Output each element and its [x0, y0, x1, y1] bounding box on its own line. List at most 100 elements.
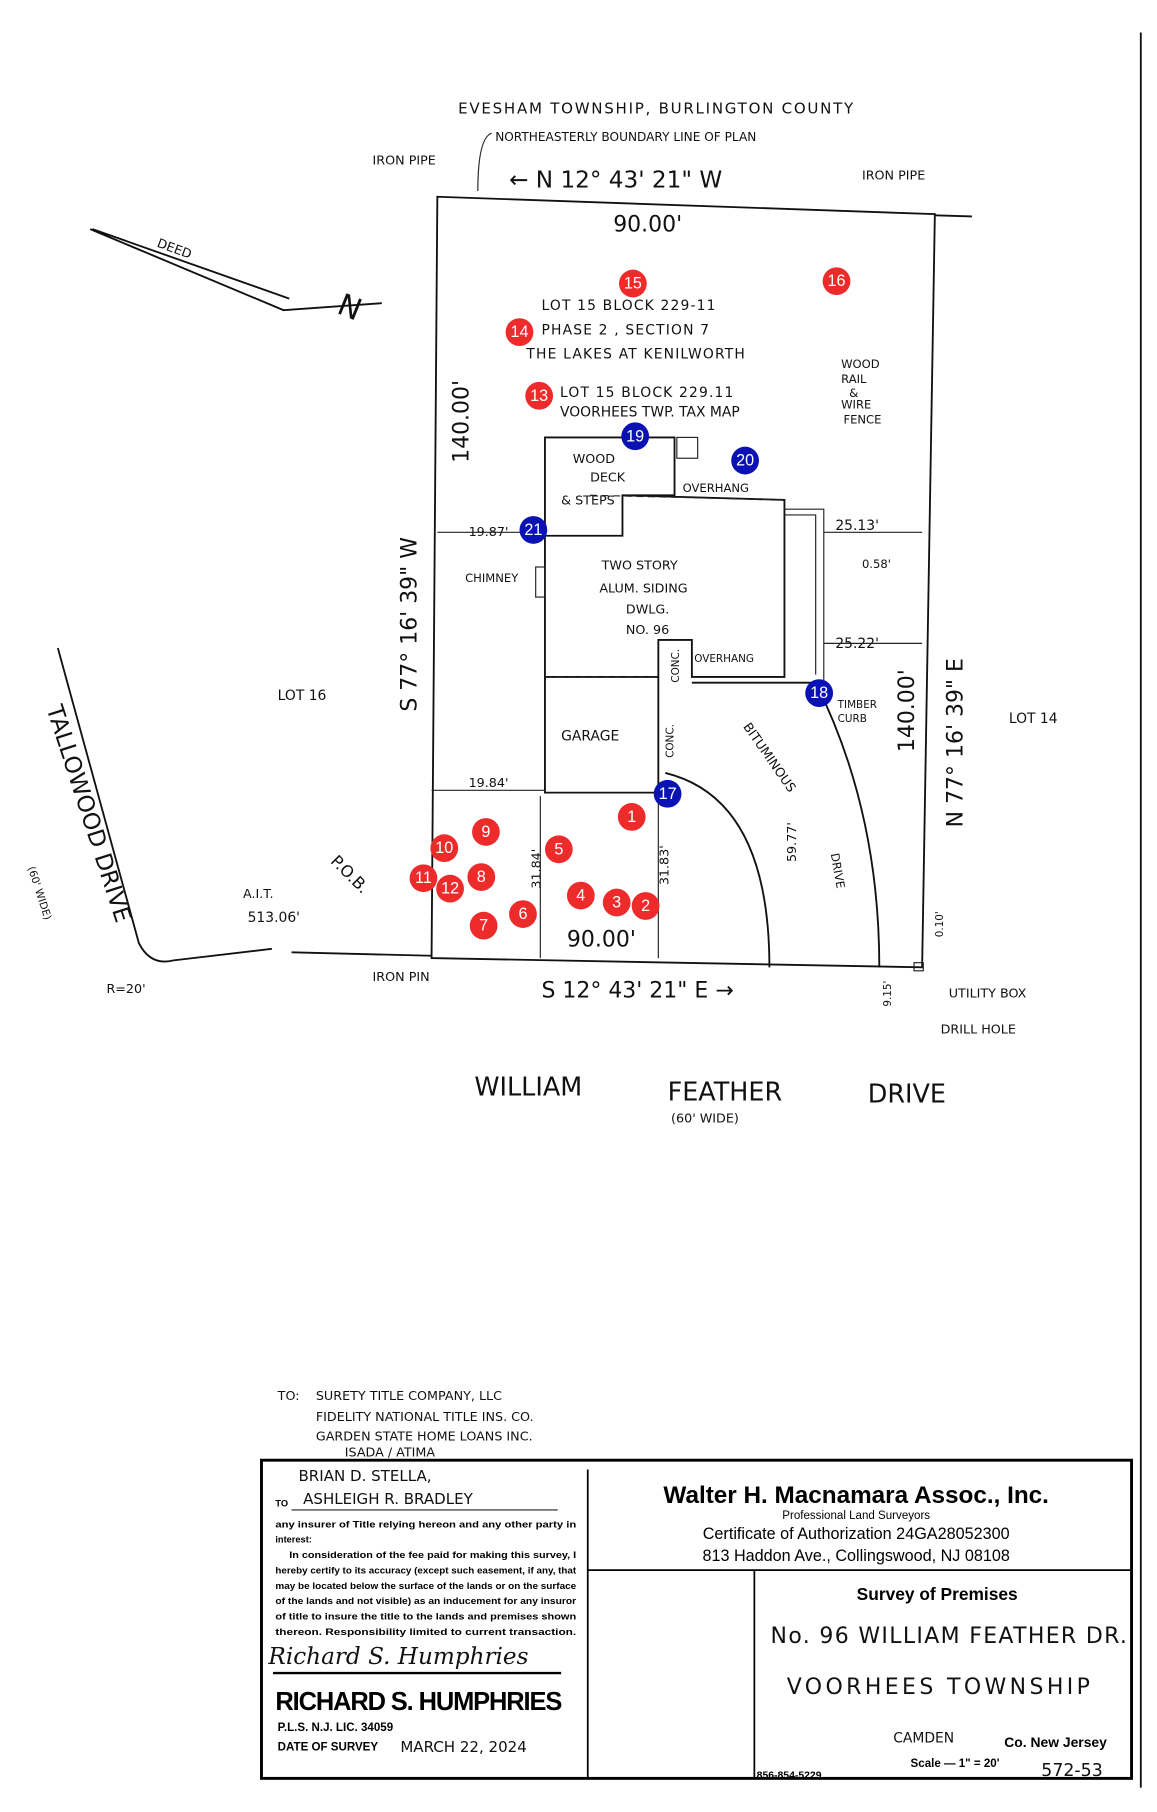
fence-text: RAIL — [841, 372, 867, 386]
overhang-label: OVERHANG — [683, 481, 749, 495]
timber-curb-label: CURB — [838, 713, 867, 725]
pob-label: P.O.B. — [327, 851, 373, 897]
marker-20[interactable]: 20 — [731, 446, 759, 475]
utility-box — [913, 962, 924, 972]
evesham-label: EVESHAM TOWNSHIP, BURLINGTON COUNTY — [458, 99, 855, 117]
marker-19[interactable]: 19 — [621, 422, 650, 451]
marker-21[interactable]: 21 — [519, 516, 548, 544]
chimney-label: CHIMNEY — [465, 571, 519, 585]
iron-pin-label: IRON PIN — [373, 969, 430, 984]
marker-13[interactable]: 13 — [525, 381, 554, 410]
marker-18[interactable]: 18 — [805, 679, 834, 707]
recipients-to: TO: — [277, 1388, 300, 1403]
marker-circle — [631, 892, 660, 920]
dim-25-22: 25.22' — [835, 636, 879, 652]
marker-circle — [653, 779, 682, 808]
marker-circle — [505, 318, 534, 347]
marker-2[interactable]: 2 — [631, 892, 660, 920]
east-distance: 140.00' — [895, 669, 920, 752]
bituminous-label: BITUMINOUS — [740, 720, 799, 795]
marker-16[interactable]: 16 — [822, 267, 851, 296]
marker-3[interactable]: 3 — [602, 888, 631, 917]
deck-label: & STEPS — [561, 493, 615, 508]
marker-17[interactable]: 17 — [653, 779, 682, 808]
marker-label: 8 — [477, 868, 486, 886]
street-width: (60' WIDE) — [671, 1110, 739, 1125]
client-names: BRIAN D. STELLA, — [299, 1467, 432, 1485]
iron-pipe-left-label: IRON PIPE — [373, 152, 436, 167]
marker-1[interactable]: 1 — [617, 803, 646, 831]
garage-label: GARAGE — [561, 729, 619, 745]
marker-circle — [617, 803, 646, 831]
state: Co. New Jersey — [1004, 1734, 1107, 1750]
lot-16-label: LOT 16 — [278, 688, 327, 704]
south-bearing: S 12° 43' 21" E → — [541, 978, 733, 1003]
marker-label: 9 — [481, 823, 490, 841]
phone: 856-854-5229 — [757, 1770, 822, 1781]
marker-15[interactable]: 15 — [618, 269, 647, 298]
marker-label: 13 — [530, 387, 548, 405]
marker-label: 3 — [612, 894, 621, 912]
premises-address: No. 96 WILLIAM FEATHER DR. — [771, 1624, 1127, 1649]
certification-line: interest: — [275, 1535, 312, 1545]
deck-label: WOOD — [573, 451, 616, 466]
tallowood-label: TALLOWOOD DRIVE — [40, 701, 135, 926]
certification-line: In consideration of the fee paid for mak… — [289, 1550, 576, 1560]
ait-label: A.I.T. — [243, 886, 274, 901]
marker-label: 16 — [828, 272, 846, 290]
survey-title: Survey of Premises — [857, 1584, 1018, 1604]
certification-text: any insurer of Title relying hereon and … — [275, 1519, 576, 1637]
marker-circle — [544, 835, 573, 864]
firm-address: 813 Haddon Ave., Collingswood, NJ 08108 — [702, 1547, 1009, 1565]
marker-circle — [430, 834, 459, 863]
south-distance: 90.00' — [567, 927, 636, 952]
certification-line: thereon. Responsibility limited to curre… — [275, 1627, 576, 1637]
marker-12[interactable]: 12 — [436, 874, 464, 903]
marker-label: 2 — [641, 897, 650, 915]
steps — [676, 436, 699, 459]
marker-label: 14 — [510, 323, 528, 341]
lot-text-3: THE LAKES AT KENILWORTH — [525, 347, 746, 363]
marker-circle — [731, 446, 759, 475]
dim-0-10: 0.10' — [934, 911, 946, 937]
leader — [477, 132, 492, 191]
marker-14[interactable]: 14 — [505, 318, 534, 347]
north-distance: 90.00' — [613, 212, 682, 237]
marker-label: 19 — [626, 427, 644, 445]
fence-offset — [934, 214, 972, 218]
marker-label: 21 — [524, 521, 542, 539]
marker-circle — [822, 267, 851, 296]
marker-5[interactable]: 5 — [544, 835, 573, 864]
marker-label: 4 — [576, 887, 585, 905]
east-bearing: N 77° 16' 39" E — [944, 658, 969, 827]
conc-label: CONC. — [670, 649, 682, 683]
street-name-3: DRIVE — [868, 1080, 946, 1110]
scale: Scale — 1" = 20' — [911, 1758, 1000, 1770]
dim-9-15: 9.15' — [882, 981, 894, 1007]
dim-19-84: 19.84' — [469, 775, 509, 790]
marker-10[interactable]: 10 — [430, 834, 459, 863]
township: VOORHEES TOWNSHIP — [787, 1675, 1090, 1700]
signature: Richard S. Humphries — [267, 1644, 528, 1670]
marker-11[interactable]: 11 — [409, 864, 438, 893]
marker-6[interactable]: 6 — [509, 900, 537, 928]
marker-8[interactable]: 8 — [467, 863, 496, 891]
marker-7[interactable]: 7 — [469, 911, 498, 940]
iron-pipe-right-label: IRON PIPE — [862, 167, 925, 182]
utility-box-label: UTILITY BOX — [949, 985, 1027, 1000]
overhang-label-2: OVERHANG — [694, 653, 754, 665]
marker-label: 11 — [415, 869, 432, 887]
license: P.L.S. N.J. LIC. 34059 — [278, 1722, 393, 1734]
surveyor-name: RICHARD S. HUMPHRIES — [275, 1688, 562, 1716]
lot-text-1: LOT 15 BLOCK 229-11 — [541, 298, 716, 314]
certificate-of-authorization: Certificate of Authorization 24GA2805230… — [703, 1525, 1010, 1543]
lot-boundary — [430, 195, 936, 969]
street-name-2: FEATHER — [668, 1077, 783, 1107]
marker-circle — [509, 900, 537, 928]
marker-9[interactable]: 9 — [472, 818, 500, 846]
deck-label: DECK — [590, 469, 626, 484]
marker-label: 12 — [441, 880, 459, 898]
marker-4[interactable]: 4 — [566, 881, 595, 910]
date-label: DATE OF SURVEY — [278, 1742, 379, 1754]
marker-label: 1 — [627, 808, 636, 826]
